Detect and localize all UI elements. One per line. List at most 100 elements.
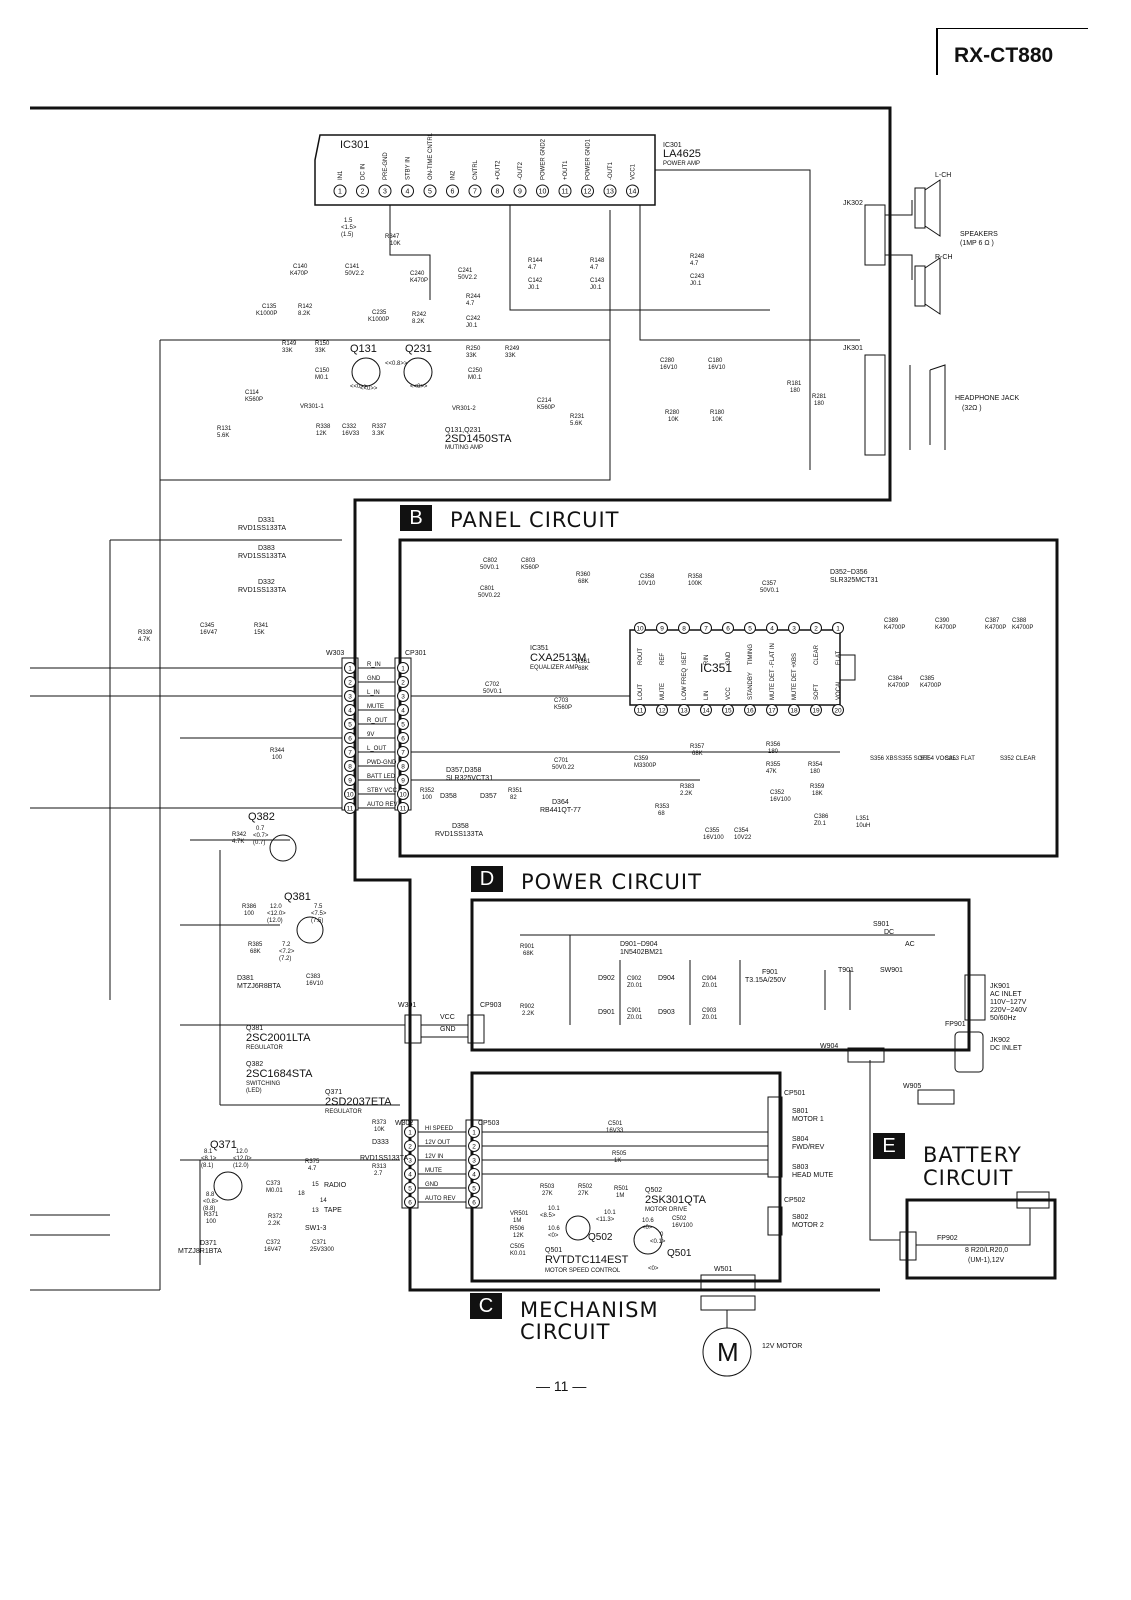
ic351-pin-20 [832, 704, 844, 716]
component-label-r373v: 10K [374, 1127, 385, 1133]
component-label-r280: R280 [665, 410, 680, 416]
sw901-label: SW901 [880, 967, 903, 974]
component-label-r131: R131 [217, 426, 232, 432]
ic351-pin-name: GND [726, 651, 732, 665]
ic351-pin-name: MUTE DET + [792, 664, 798, 700]
component-label-c371v: 25V3300 [310, 1247, 335, 1253]
w303-label: W303 [326, 650, 344, 657]
ic351-pin-num: 3 [792, 626, 796, 633]
component-label-r383: R383 [680, 784, 695, 790]
t901-label: T901 [838, 967, 854, 974]
component-label-r250v: 33K [466, 353, 477, 359]
panel-signal-label: MUTE [367, 704, 384, 710]
component-label-vr3012: VR301-2 [452, 406, 476, 412]
component-label-r352: R352 [420, 788, 435, 794]
ic351-pin-num: 1 [836, 626, 840, 633]
q131-part: 2SD1450STA [445, 433, 512, 445]
w303-pin-6 [344, 732, 356, 744]
ac-spec-3: 50/60Hz [990, 1015, 1017, 1022]
ic351-pin-12 [656, 704, 668, 716]
component-label-r506: R506 [510, 1226, 525, 1232]
component-label-q381v: 12.0 [270, 904, 282, 910]
cp503-pin-num: 3 [472, 1158, 476, 1165]
component-label-c214v: K560P [537, 405, 555, 411]
s802-label: S802 [792, 1214, 808, 1221]
component-label-c903: C903 [702, 1008, 717, 1014]
ic351-pin-num: 15 [724, 708, 732, 715]
panel-signal-label: PWD-GND [367, 760, 397, 766]
mech-signal-label: 12V IN [425, 1154, 443, 1160]
component-label-v1: 1.5 [344, 218, 353, 224]
w303-pin-num: 11 [347, 806, 354, 813]
headphone-spec: (32Ω ) [962, 405, 982, 412]
component-label-r351v: 82 [510, 795, 517, 801]
ic301-pin-num: 3 [383, 189, 387, 196]
component-label-r354: R354 [808, 762, 823, 768]
motor-label: 12V MOTOR [762, 1343, 802, 1350]
component-label-r281v: 180 [814, 401, 825, 407]
component-label-c243: C243 [690, 274, 705, 280]
component-label-c501v: 16V33 [606, 1128, 624, 1134]
fp901-label: FP901 [945, 1021, 966, 1028]
panel-signal-label: STBY VCC [367, 788, 398, 794]
ic301-pin-num: 1 [338, 189, 342, 196]
ic351-pin-name: VOCAL [836, 679, 842, 700]
cp503-pin-4 [468, 1168, 480, 1180]
rch-label: R-CH [935, 254, 953, 261]
q381-label: Q381 [284, 891, 311, 903]
component-label-c387: C387 [985, 618, 1000, 624]
section-e-title-2: CIRCUIT [923, 1166, 1014, 1190]
component-label-c502v: 16V100 [672, 1223, 693, 1229]
component-label-c702: C702 [485, 682, 500, 688]
q371-label: Q371 [210, 1139, 237, 1151]
component-label-c904v: Z0.01 [702, 983, 718, 989]
s802-function: MOTOR 2 [792, 1222, 824, 1229]
w303-pin-9 [344, 774, 356, 786]
ic351-pin-num: 13 [680, 708, 688, 715]
component-label-v3: (1.5) [341, 232, 353, 238]
ic301-pin-7 [468, 184, 482, 198]
speakers-label: SPEAKERS [960, 231, 998, 238]
cp301-pin-num: 2 [401, 680, 405, 687]
component-label-c372: C372 [266, 1240, 281, 1246]
component-label-q131v: <<0>> [360, 386, 378, 392]
d358b-label: D358 [452, 823, 469, 830]
ic351-part: CXA2513M [530, 652, 586, 664]
component-label-r248: R248 [690, 254, 705, 260]
w302-label: W302 [395, 1120, 413, 1127]
ic301-ref: IC301 [340, 139, 369, 151]
q501-label: Q501 [667, 1248, 692, 1259]
component-label-r342v: 4.7K [232, 839, 244, 845]
s803-label: S803 [792, 1164, 808, 1171]
component-label-c150: C150 [315, 368, 330, 374]
ic301-pin-name: DC IN [361, 164, 367, 180]
ic301-pin-5 [423, 184, 437, 198]
component-label-c250: C250 [468, 368, 483, 374]
cp301-pin-9 [397, 774, 409, 786]
q382-function: SWITCHING [246, 1081, 281, 1087]
q382-label: Q382 [248, 811, 275, 823]
w303-pin-num: 6 [348, 736, 352, 743]
component-label-c387v: K4700P [985, 625, 1006, 631]
component-label-q371e: 8.8 [206, 1192, 215, 1198]
motor-letter: M [717, 1337, 739, 1367]
component-label-r506v: 12K [513, 1233, 524, 1239]
component-label-r249: R249 [505, 346, 520, 352]
component-label-r375: R375 [305, 1159, 320, 1165]
w303-pin-8 [344, 760, 356, 772]
cp503-pin-num: 2 [472, 1144, 476, 1151]
component-label-c355: C355 [705, 828, 720, 834]
ic351-pin-7 [700, 622, 712, 634]
component-label-c354v: 10V22 [734, 835, 752, 841]
d331-part: RVD1SS133TA [238, 525, 286, 532]
w303-pin-4 [344, 704, 356, 716]
component-label-r337: R337 [372, 424, 387, 430]
component-label-c386: C386 [814, 814, 829, 820]
w302-pin-num: 6 [408, 1200, 412, 1207]
ic301-pin-12 [581, 184, 594, 198]
component-label-r339: R339 [138, 630, 153, 636]
component-label-q502v2: <8.5> [540, 1213, 556, 1219]
component-label-c214: C214 [537, 398, 552, 404]
ic351-pin-6 [722, 622, 734, 634]
model-box [936, 28, 1088, 75]
